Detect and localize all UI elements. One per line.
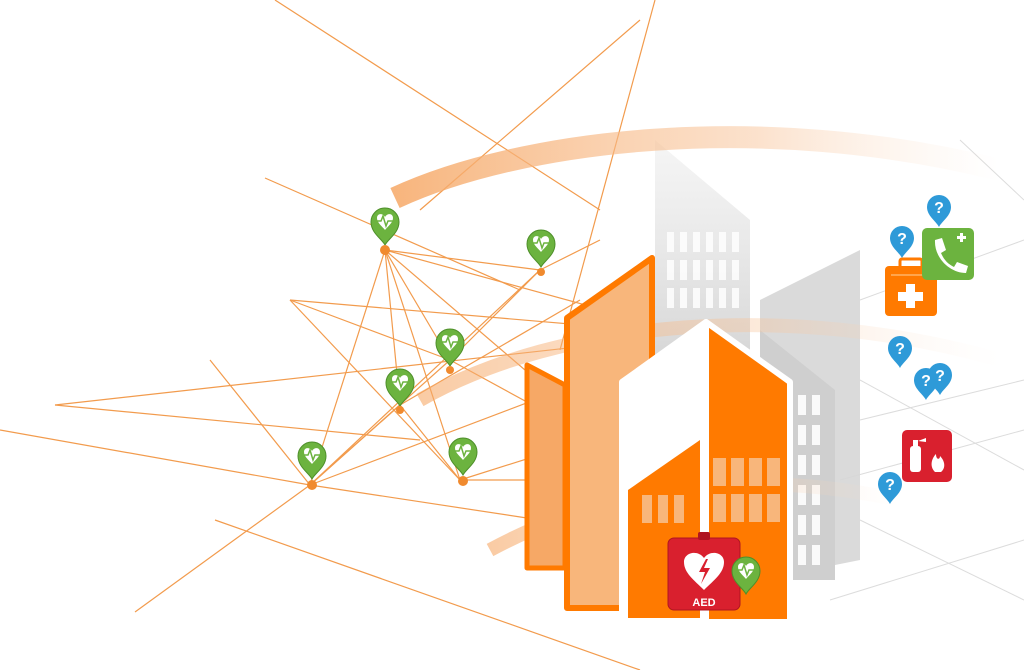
svg-text:?: ? bbox=[885, 477, 895, 494]
fire-extinguisher-icon bbox=[902, 430, 952, 482]
svg-text:?: ? bbox=[934, 200, 944, 217]
aed-label: AED bbox=[692, 597, 715, 609]
svg-text:?: ? bbox=[897, 231, 907, 248]
question-pin-icons: ? ? ? ? ? ? bbox=[878, 195, 952, 504]
emergency-phone-icon bbox=[922, 228, 974, 280]
svg-text:?: ? bbox=[935, 368, 945, 385]
svg-text:?: ? bbox=[895, 341, 905, 358]
network-nodes bbox=[307, 245, 545, 490]
aed-icon: AED bbox=[667, 532, 741, 611]
svg-text:?: ? bbox=[921, 373, 931, 390]
